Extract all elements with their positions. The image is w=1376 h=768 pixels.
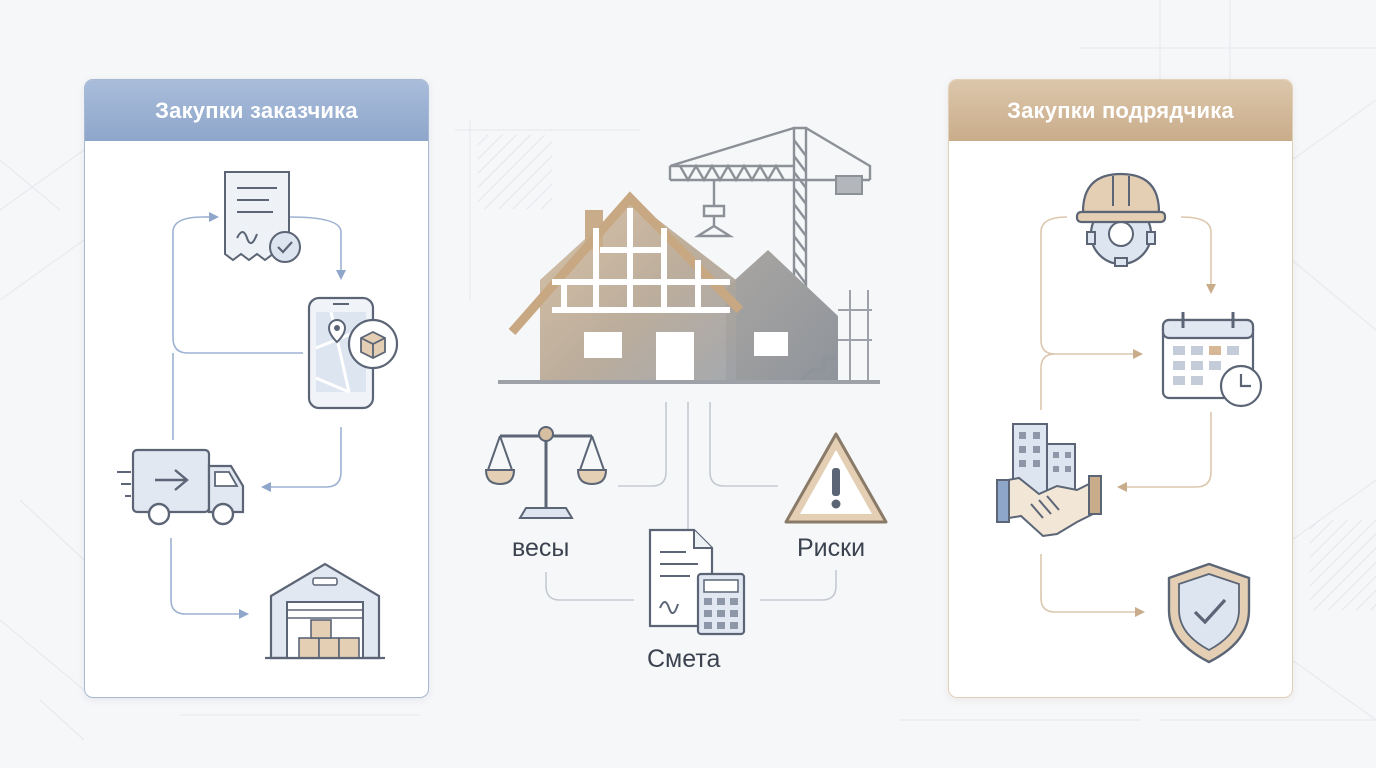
delivery-truck-icon xyxy=(117,448,245,526)
estimate-label: Смета xyxy=(647,645,721,673)
helmet-gear-icon xyxy=(1075,172,1167,267)
customer-procurement-title: Закупки заказчика xyxy=(85,80,428,141)
center-construction-diagram xyxy=(484,126,888,636)
shield-check-icon xyxy=(1167,562,1251,664)
phone-map-package-icon xyxy=(307,296,399,410)
contractor-procurement-panel: Закупки подрядчика xyxy=(948,79,1293,698)
buildings-handshake-icon xyxy=(996,423,1102,538)
warehouse-icon xyxy=(265,562,385,660)
customer-procurement-flow xyxy=(117,171,399,660)
customer-procurement-panel: Закупки заказчика xyxy=(84,79,429,698)
warning-triangle-icon xyxy=(784,432,888,524)
scales-icon xyxy=(484,426,608,519)
calendar-clock-icon xyxy=(1161,312,1263,408)
contractor-procurement-title: Закупки подрядчика xyxy=(949,80,1292,141)
estimate-calculator-icon xyxy=(648,528,746,636)
risks-label: Риски xyxy=(797,534,866,562)
contractor-procurement-flow xyxy=(996,172,1263,664)
receipt-check-icon xyxy=(224,171,301,263)
scales-label: весы xyxy=(512,534,570,562)
house-construction-crane-icon xyxy=(498,126,880,384)
